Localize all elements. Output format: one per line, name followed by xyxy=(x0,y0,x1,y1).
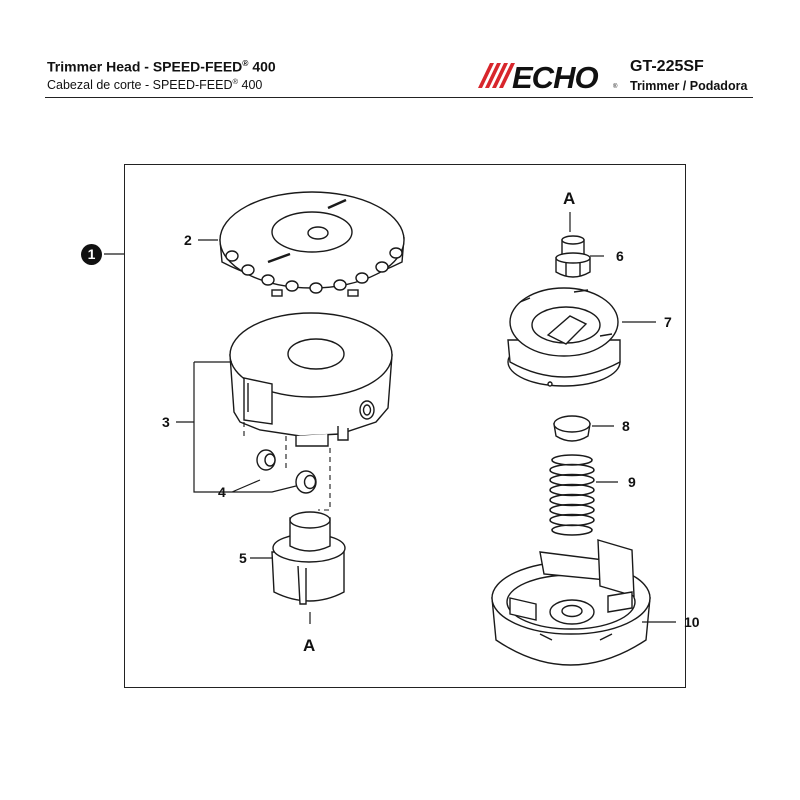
part-label-9: 9 xyxy=(628,474,636,490)
page-title: Trimmer Head - SPEED-FEED® 400 xyxy=(47,58,276,75)
header-rule xyxy=(45,97,753,98)
part-label-10: 10 xyxy=(684,614,700,630)
part-8-button xyxy=(553,415,591,442)
echo-logo: ECHO ® xyxy=(478,60,618,95)
model-number: GT-225SF xyxy=(630,58,704,75)
part-label-3: 3 xyxy=(162,414,170,430)
part-label-8: 8 xyxy=(622,418,630,434)
part-label-6: 6 xyxy=(616,248,624,264)
diagram-frame xyxy=(124,164,686,688)
part-10-base xyxy=(491,539,651,666)
part-5-shaft xyxy=(271,511,346,605)
leader-3-bracket xyxy=(176,361,232,493)
part-label-5: 5 xyxy=(239,550,247,566)
assembly-guides xyxy=(243,422,331,511)
part-4-eyelets xyxy=(256,449,317,494)
kit-callout-1: 1 xyxy=(81,244,102,265)
page-subtitle: Cabezal de corte - SPEED-FEED® 400 xyxy=(47,77,263,93)
part-label-2: 2 xyxy=(184,232,192,248)
part-6-nut xyxy=(555,235,591,278)
part-3-housing xyxy=(229,312,393,447)
reference-mark-top: A xyxy=(563,189,576,208)
part-label-4: 4 xyxy=(218,484,226,500)
part-9-spring xyxy=(549,454,595,536)
part-7-spool xyxy=(507,287,621,387)
logo-wordmark: ECHO xyxy=(512,60,598,95)
product-type: Trimmer / Podadora xyxy=(630,79,748,93)
part-label-7: 7 xyxy=(664,314,672,330)
leader-lines xyxy=(104,212,676,624)
logo-registered-mark: ® xyxy=(613,83,618,90)
leader-4 xyxy=(231,479,297,493)
reference-mark-bottom: A xyxy=(303,636,316,655)
part-2-cover xyxy=(219,191,405,297)
